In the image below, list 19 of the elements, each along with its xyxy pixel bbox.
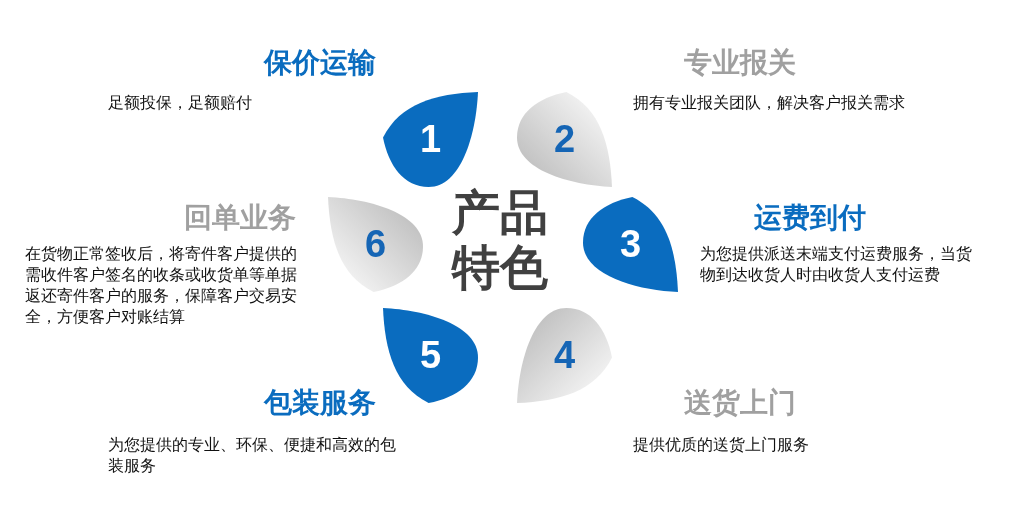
title: 产品特色 xyxy=(450,185,549,296)
feature-heading: 送货上门 xyxy=(683,386,797,420)
feature-description: 在货物正常签收后，将寄件客户提供的需收件客户签名的收条或收货单等单据返还寄件客户的服务，保障客户交易安全，方便客户对账结算 xyxy=(25,244,298,327)
feature-heading: 保价运输 xyxy=(262,46,377,80)
step-number: 5 xyxy=(419,333,442,378)
feature-heading: 运费到付 xyxy=(753,201,867,235)
step-number: 6 xyxy=(364,222,387,267)
feature-heading: 回单业务 xyxy=(183,201,297,235)
step-number: 4 xyxy=(553,333,576,378)
feature-description: 为您提供的专业、环保、便捷和高效的包装服务 xyxy=(108,435,397,476)
feature-description: 足额投保，足额赔付 xyxy=(108,93,253,113)
feature-heading: 专业报关 xyxy=(683,46,797,80)
feature-heading: 包装服务 xyxy=(262,386,377,420)
step-number: 2 xyxy=(553,117,576,162)
feature-description: 提供优质的送货上门服务 xyxy=(633,435,810,455)
step-number: 3 xyxy=(619,222,642,267)
step-number: 1 xyxy=(419,117,442,162)
feature-description: 拥有专业报关团队，解决客户报关需求 xyxy=(633,93,906,113)
feature-description: 为您提供派送末端支付运费服务，当货物到达收货人时由收货人支付运费 xyxy=(700,244,973,285)
